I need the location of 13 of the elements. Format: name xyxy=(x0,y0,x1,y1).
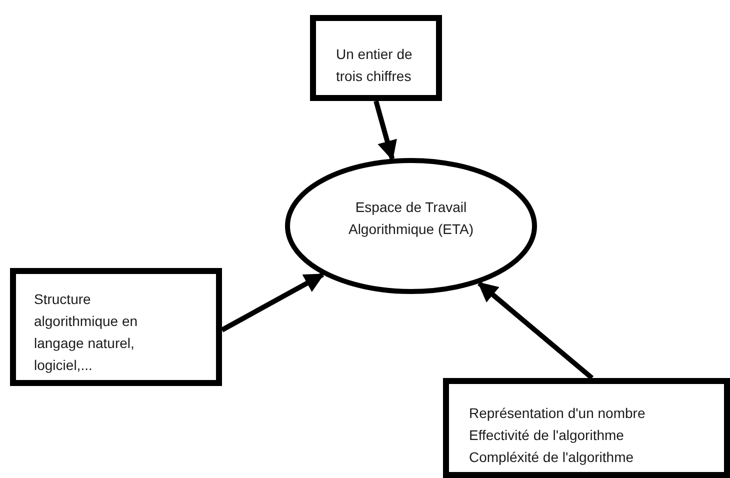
text-box xyxy=(443,378,730,478)
arrow xyxy=(220,272,325,332)
node-text: Un entier de trois chiffres xyxy=(336,45,414,86)
text-box xyxy=(310,15,442,101)
node-text: Effectivité de l'algorithme xyxy=(469,426,625,445)
arrow xyxy=(478,281,594,380)
text-box xyxy=(10,268,222,386)
node-text: Représentation d'un nombre xyxy=(469,404,646,423)
node-text: Espace de Travail Algorithmique (ETA) xyxy=(347,198,474,239)
node-text: Structure algorithmique en langage naturel, logiciel,... xyxy=(34,290,139,375)
node-text: Compléxité de l'algorithme xyxy=(469,448,635,467)
ellipse-node xyxy=(285,158,537,294)
arrow xyxy=(374,100,397,161)
